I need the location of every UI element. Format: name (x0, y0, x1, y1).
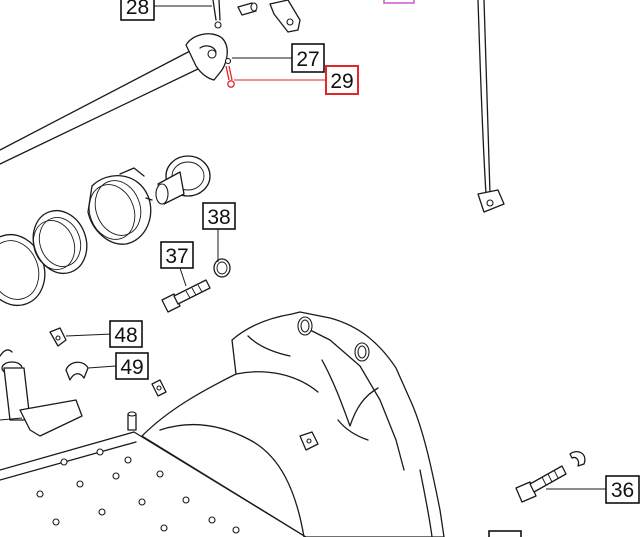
leader-lines (0, 5, 606, 490)
flanged-bushing (155, 155, 211, 205)
clip-part-49 (65, 361, 89, 381)
callout-labels: 28 27 29 38 37 48 49 36 (109, 0, 640, 537)
svg-text:38: 38 (207, 206, 230, 229)
fitting-part-48 (49, 327, 67, 347)
svg-text:37: 37 (165, 245, 188, 268)
callout-38[interactable]: 38 (202, 202, 236, 230)
oil-seal (32, 209, 88, 275)
plate-holes (36, 448, 240, 534)
callout-27[interactable]: 27 (291, 43, 325, 73)
shift-lever-arm (0, 33, 228, 165)
callout-50[interactable]: 50 (488, 530, 522, 537)
callout-28[interactable]: 28 (120, 0, 155, 21)
fork-lever (269, 0, 301, 33)
svg-text:29: 29 (330, 70, 353, 93)
dowel-pin (127, 411, 137, 431)
clip-pin-part-29 (225, 65, 235, 88)
callout-29[interactable]: 29 (325, 65, 359, 95)
snap-ring-part-38 (213, 258, 231, 278)
svg-text:36: 36 (611, 479, 634, 502)
shift-fork-shaft (0, 349, 83, 437)
svg-text:48: 48 (114, 324, 137, 347)
callout-pink-marker (383, 0, 415, 4)
bolt-part-36 (515, 450, 586, 503)
callout-49[interactable]: 49 (115, 352, 149, 380)
svg-text:28: 28 (126, 0, 149, 19)
control-cable (477, 0, 505, 213)
grease-nipple (151, 379, 167, 397)
pin-part-27 (224, 57, 232, 65)
bearing-collar (87, 167, 153, 245)
callout-36[interactable]: 36 (605, 475, 640, 504)
callout-37[interactable]: 37 (160, 241, 194, 269)
callout-48[interactable]: 48 (109, 320, 143, 348)
small-bushing (237, 2, 258, 16)
bolt-part-37 (161, 279, 211, 313)
clutch-housing (141, 311, 445, 537)
top-link-rod (212, 0, 222, 29)
svg-text:49: 49 (120, 356, 143, 379)
svg-text:27: 27 (296, 48, 319, 71)
svg-text:50: 50 (493, 534, 516, 537)
